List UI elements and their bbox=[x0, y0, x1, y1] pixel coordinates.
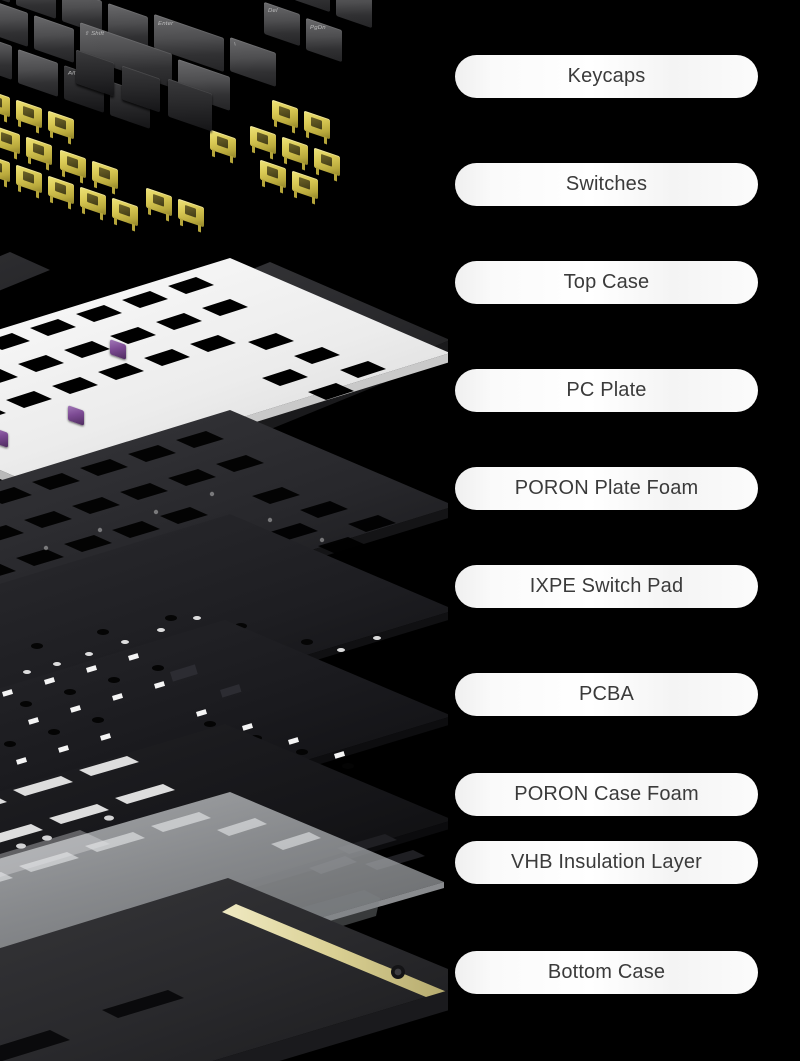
label-pill-poron-case-foam[interactable]: PORON Case Foam bbox=[455, 773, 758, 816]
label-pill-ixpe-switch-pad[interactable]: IXPE Switch Pad bbox=[455, 565, 758, 608]
layer-bottom-case bbox=[0, 868, 448, 1061]
label-pill-vhb-insulation[interactable]: VHB Insulation Layer bbox=[455, 841, 758, 884]
label-text-vhb-insulation: VHB Insulation Layer bbox=[511, 851, 702, 873]
label-pill-bottom-case[interactable]: Bottom Case bbox=[455, 951, 758, 994]
label-text-top-case: Top Case bbox=[563, 271, 650, 293]
label-pill-switches[interactable]: Switches bbox=[455, 163, 758, 206]
label-pill-pcba[interactable]: PCBA bbox=[455, 673, 758, 716]
label-text-poron-case-foam: PORON Case Foam bbox=[514, 783, 699, 805]
label-pill-top-case[interactable]: Top Case bbox=[455, 261, 758, 304]
label-text-keycaps: Keycaps bbox=[567, 65, 646, 87]
label-text-pc-plate: PC Plate bbox=[566, 379, 647, 401]
label-pill-keycaps[interactable]: Keycaps bbox=[455, 55, 758, 98]
label-text-pcba: PCBA bbox=[578, 683, 635, 705]
label-text-ixpe-switch-pad: IXPE Switch Pad bbox=[529, 575, 684, 597]
label-text-bottom-case: Bottom Case bbox=[547, 961, 666, 983]
label-text-poron-plate-foam: PORON Plate Foam bbox=[514, 477, 699, 499]
keyboard-exploded-artwork: ~ : " Enter \ Fn ⇧ Shift Ctrl Alt bbox=[0, 0, 448, 1061]
label-text-switches: Switches bbox=[565, 173, 648, 195]
label-pill-pc-plate[interactable]: PC Plate bbox=[455, 369, 758, 412]
label-pill-poron-plate-foam[interactable]: PORON Plate Foam bbox=[455, 467, 758, 510]
